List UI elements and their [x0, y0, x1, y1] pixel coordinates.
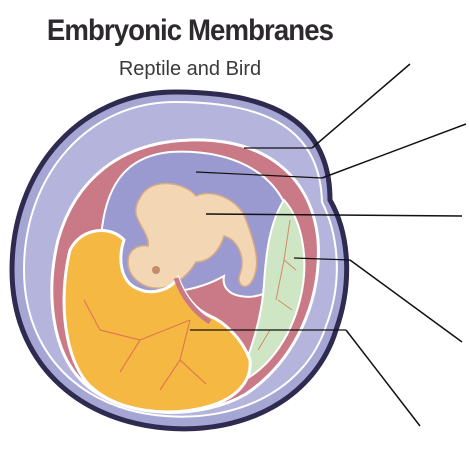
allantois-line [350, 260, 462, 342]
yolk-sac-line [346, 330, 420, 426]
shell-line [312, 64, 410, 148]
embryo-eye [152, 266, 160, 274]
chorion-line [322, 124, 466, 178]
